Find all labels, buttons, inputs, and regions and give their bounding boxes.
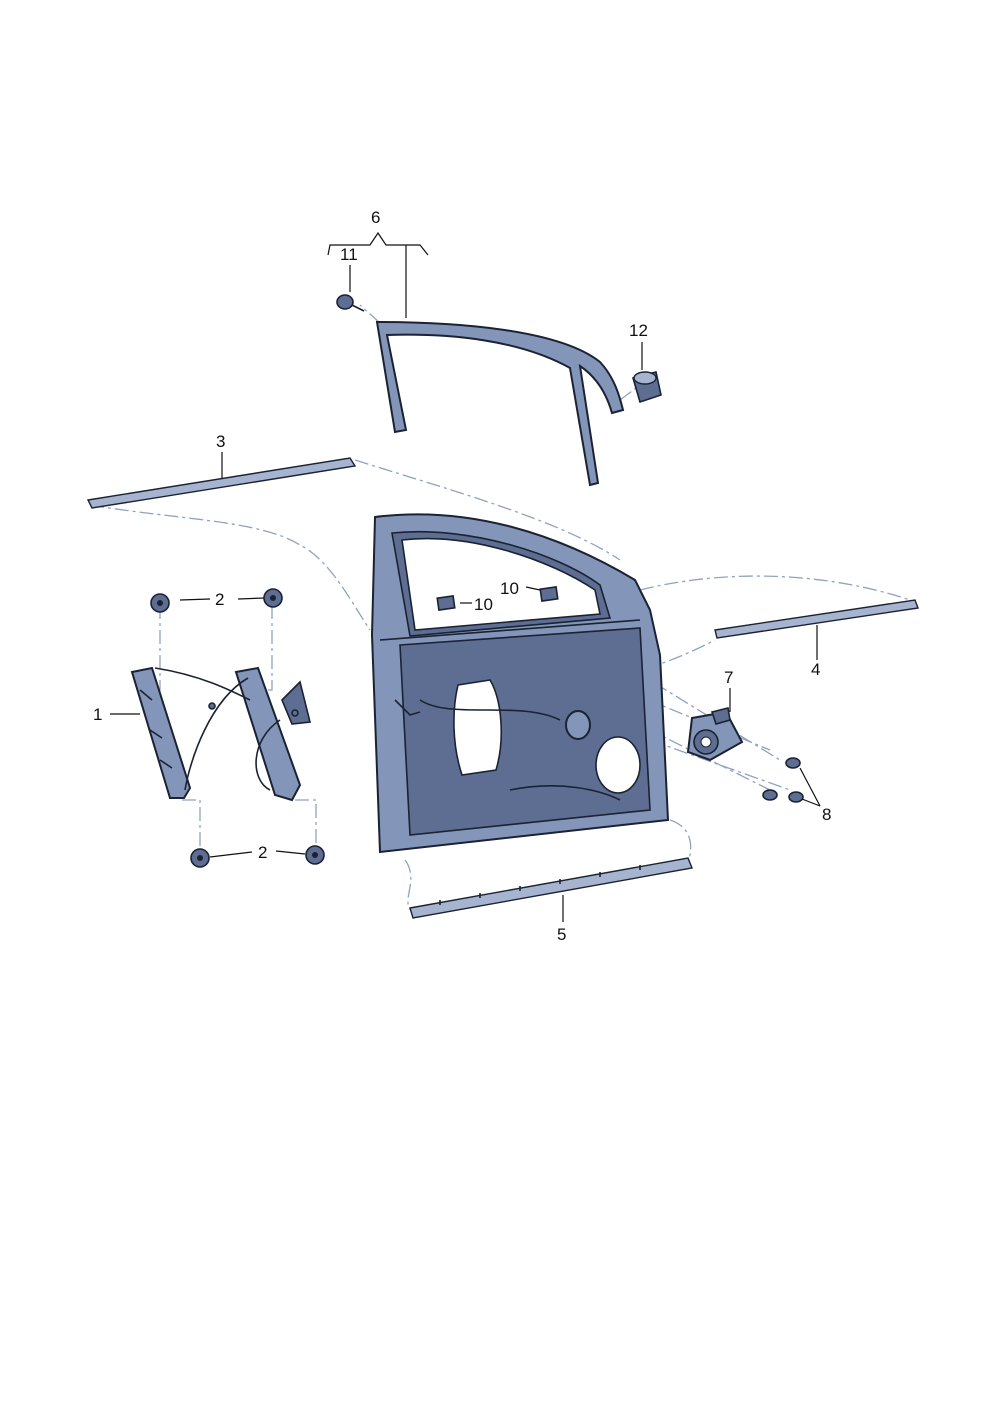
clip-item-12 [632, 371, 662, 404]
window-strip-inner [714, 599, 919, 639]
window-regulator [130, 666, 311, 802]
nut-top-right [263, 588, 283, 608]
window-frame-seal [375, 320, 625, 487]
door-shell [370, 513, 670, 854]
callout-3: 3 [216, 432, 225, 451]
window-motor [686, 707, 744, 762]
callout-4: 4 [811, 660, 820, 679]
screw-item-8-right [788, 791, 804, 803]
callout-2-bottom: 2 [258, 843, 267, 862]
callout-8: 8 [822, 805, 831, 824]
nut-bottom-left [190, 848, 210, 868]
callout-leaders [110, 231, 821, 922]
callouts: 1 2 2 3 4 5 6 7 8 10 10 11 12 [93, 208, 831, 944]
screw-item-8-top [785, 757, 801, 769]
door-bottom-seal [409, 857, 693, 919]
callout-11: 11 [340, 245, 358, 264]
callout-6: 6 [371, 208, 380, 227]
callout-10-left: 10 [474, 595, 493, 614]
window-strip-outer [86, 457, 357, 509]
buffer-left [436, 595, 456, 611]
callout-12: 12 [629, 321, 648, 340]
screw-item-11 [336, 294, 365, 312]
nut-bottom-right [305, 845, 325, 865]
callout-7: 7 [724, 668, 733, 687]
buffer-right [539, 586, 559, 602]
callout-1: 1 [93, 705, 102, 724]
nut-top-left [150, 593, 170, 613]
callout-5: 5 [557, 925, 566, 944]
callout-2-top: 2 [215, 590, 224, 609]
screw-item-8-left [762, 789, 778, 801]
callout-10-right: 10 [500, 579, 519, 598]
